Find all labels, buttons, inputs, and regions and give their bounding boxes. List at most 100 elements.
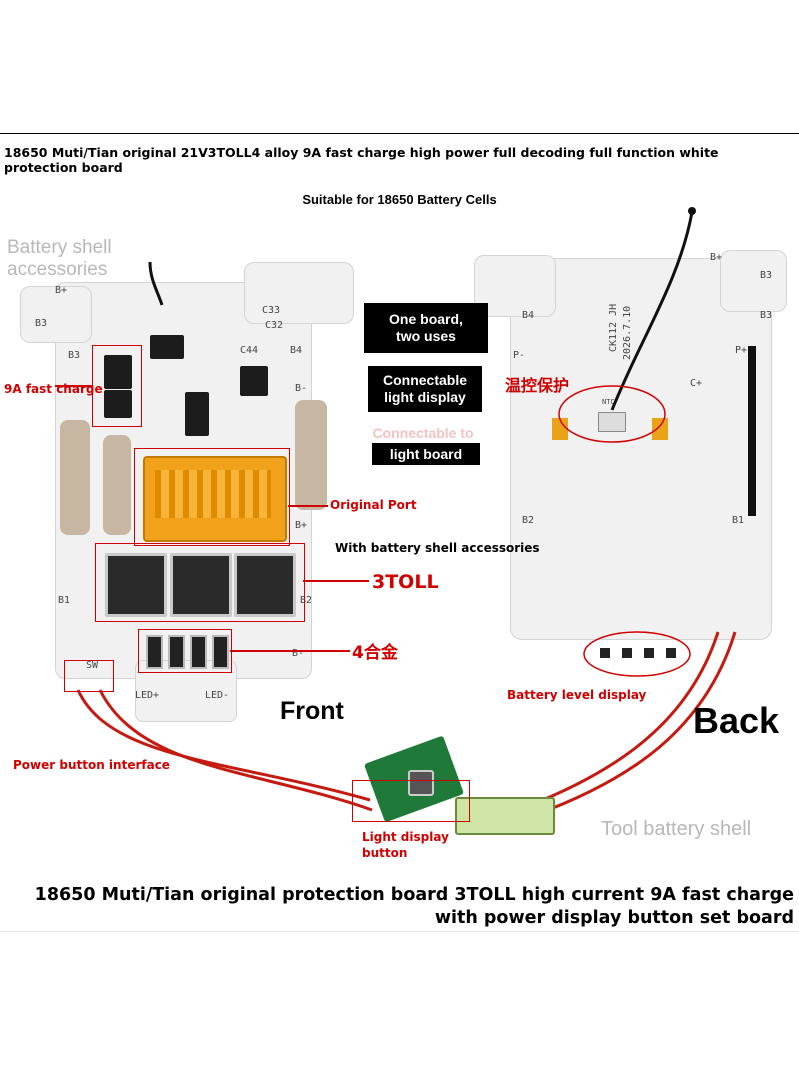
shunt-resistor-3 bbox=[190, 635, 207, 669]
connector-pin-slots bbox=[155, 470, 271, 518]
toll-mosfet-3 bbox=[234, 553, 296, 617]
front-red-wire-2 bbox=[98, 689, 373, 812]
back-red-wire-1 bbox=[527, 631, 720, 808]
front-silk-c32: C32 bbox=[265, 320, 284, 331]
push-button bbox=[408, 770, 434, 796]
alloy-callout: 4合金 bbox=[352, 643, 398, 663]
power-button-interface-callout: Power button interface bbox=[13, 758, 170, 772]
tool-battery-shell-label: Tool battery shell bbox=[601, 818, 752, 840]
front-silk-bminus-top: B- bbox=[295, 383, 308, 394]
front-silk-c33: C33 bbox=[262, 305, 281, 316]
battery-level-ring bbox=[583, 631, 691, 677]
front-silk-bplus-side: B+ bbox=[295, 520, 308, 531]
back-board-top-tab bbox=[474, 255, 556, 317]
terminal-left-2 bbox=[103, 435, 131, 535]
front-silk-bminus: B- bbox=[292, 648, 305, 659]
back-silk-bplus: B+ bbox=[710, 252, 723, 263]
shunt-resistor-1 bbox=[146, 635, 163, 669]
back-silk-cplus: C+ bbox=[690, 378, 703, 389]
power-button-box bbox=[64, 660, 114, 692]
alloy-box bbox=[138, 629, 232, 673]
front-silk-b3b: B3 bbox=[68, 350, 81, 361]
toll-mosfet-2 bbox=[170, 553, 232, 617]
shunt-resistor-4 bbox=[212, 635, 229, 669]
ic-right bbox=[240, 366, 268, 396]
with-battery-shell-label: With battery shell accessories bbox=[335, 541, 540, 555]
front-silk-b3a: B3 bbox=[35, 318, 48, 329]
back-silk-ntc: NTC bbox=[602, 398, 615, 406]
back-strip-right bbox=[748, 346, 756, 516]
light-display-button-box bbox=[352, 780, 470, 822]
back-silk-b3a: B3 bbox=[760, 270, 773, 281]
footer-title: 18650 Muti/Tian original protection boar… bbox=[34, 885, 794, 928]
temp-protection-ring bbox=[558, 385, 666, 443]
light-board-text: light board bbox=[389, 445, 463, 462]
fast-charge-line bbox=[55, 385, 92, 387]
back-pad-left bbox=[552, 418, 568, 440]
front-silk-bplus: B+ bbox=[55, 285, 68, 296]
back-led-1 bbox=[600, 648, 610, 658]
toll-callout: 3TOLL bbox=[372, 571, 439, 593]
terminal-left-1 bbox=[60, 420, 90, 535]
original-port-callout: Original Port bbox=[330, 498, 417, 512]
back-silk-b4: B4 bbox=[522, 310, 535, 321]
back-led-4 bbox=[666, 648, 676, 658]
one-board-two-uses-text: One board, two uses bbox=[389, 311, 463, 344]
shunt-resistor-2 bbox=[168, 635, 185, 669]
toll-line bbox=[303, 580, 369, 582]
temp-protection-callout: 温控保护 bbox=[505, 376, 570, 395]
light-board-tag: light board bbox=[372, 443, 480, 465]
front-silk-led-plus: LED+ bbox=[135, 690, 160, 701]
mosfet-small-2 bbox=[104, 390, 132, 418]
back-board-right-tab bbox=[720, 250, 787, 312]
back-silk-b1: B1 bbox=[732, 515, 745, 526]
mosfet-small-1 bbox=[104, 355, 132, 389]
front-silk-b4: B4 bbox=[290, 345, 303, 356]
battery-shell-accessories-label: Battery shell accessories bbox=[7, 237, 112, 280]
light-board bbox=[455, 797, 555, 835]
control-ic bbox=[185, 392, 209, 436]
back-black-wire bbox=[610, 211, 694, 411]
back-led-2 bbox=[622, 648, 632, 658]
back-pad-right bbox=[652, 418, 668, 440]
one-board-two-uses-tag: One board, two uses bbox=[364, 303, 488, 353]
toll-box bbox=[95, 543, 305, 622]
back-ntc-bead bbox=[688, 207, 696, 215]
back-view-label: Back bbox=[693, 700, 780, 741]
page-subtitle: Suitable for 18650 Battery Cells bbox=[302, 192, 497, 207]
back-ntc-connector bbox=[598, 412, 626, 432]
front-view-label: Front bbox=[280, 697, 344, 725]
front-board-top-tab bbox=[20, 286, 92, 343]
front-board-right-tab bbox=[244, 262, 354, 324]
connectable-light-display-text: Connectable light display bbox=[382, 372, 467, 405]
front-black-wire bbox=[148, 261, 164, 306]
top-divider bbox=[0, 133, 799, 134]
original-port-line bbox=[288, 505, 328, 507]
front-silk-c44: C44 bbox=[240, 345, 259, 356]
front-silk-b1: B1 bbox=[58, 595, 71, 606]
connectable-to-text: Connectable to bbox=[372, 425, 474, 441]
back-red-wire-2 bbox=[534, 631, 737, 817]
battery-level-display-callout: Battery level display bbox=[507, 688, 647, 702]
front-silk-led-minus: LED- bbox=[205, 690, 230, 701]
back-silk-b3b: B3 bbox=[760, 310, 773, 321]
original-port-box bbox=[134, 448, 290, 546]
back-board bbox=[510, 258, 772, 640]
bottom-divider bbox=[0, 931, 799, 932]
fast-charge-callout: 9A fast charge bbox=[4, 382, 103, 396]
back-silk-pminus: P- bbox=[513, 350, 526, 361]
back-silk-pplus: P+ bbox=[735, 345, 748, 356]
front-silk-sw: SW bbox=[86, 660, 99, 671]
toll-mosfet-1 bbox=[105, 553, 167, 617]
front-silk-b2: B2 bbox=[300, 595, 313, 606]
terminal-right-1 bbox=[295, 400, 327, 510]
ic-mid bbox=[150, 335, 184, 359]
back-led-3 bbox=[644, 648, 654, 658]
page-title: 18650 Muti/Tian original 21V3TOLL4 alloy… bbox=[4, 145, 719, 175]
alloy-line bbox=[230, 650, 350, 652]
back-silk-b2: B2 bbox=[522, 515, 535, 526]
fast-charge-box bbox=[92, 345, 142, 427]
connectable-light-display-tag: Connectable light display bbox=[368, 366, 482, 412]
light-display-button-callout: Light display button bbox=[362, 830, 449, 860]
